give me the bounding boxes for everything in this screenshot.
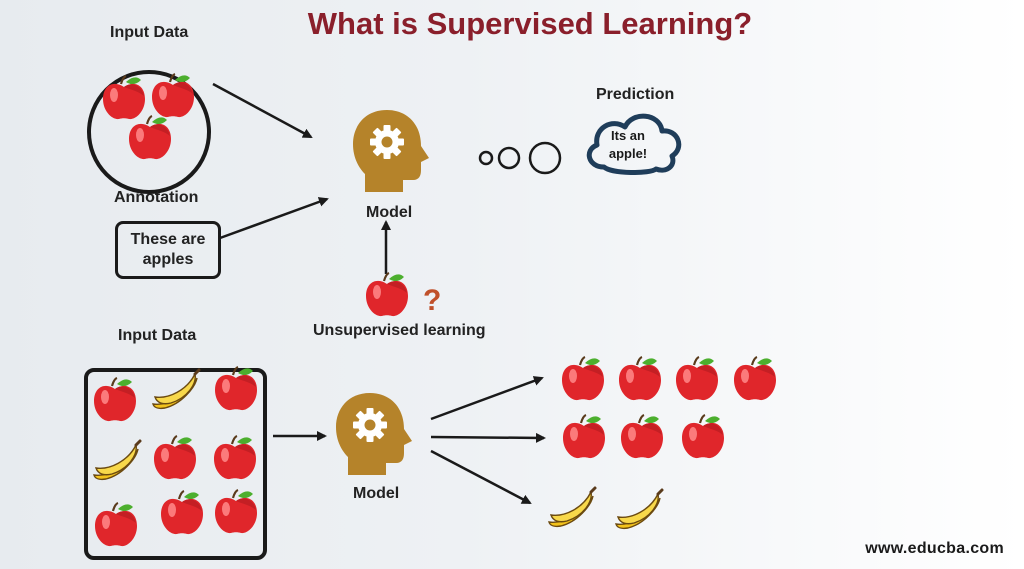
apple-icon — [101, 74, 147, 121]
prediction-text-line1: Its an — [611, 128, 645, 143]
apple-icon — [159, 489, 205, 536]
thought-bubble-large — [528, 141, 562, 175]
apple-icon — [560, 355, 606, 402]
arrow-to-cluster-2 — [430, 432, 546, 443]
banana-icon — [151, 368, 201, 410]
input-data-label-bottom: Input Data — [118, 327, 197, 344]
annotation-text-line2: apples — [142, 251, 194, 268]
thought-bubble-small — [478, 150, 494, 166]
apple-icon — [619, 413, 665, 460]
apple-icon — [680, 413, 726, 460]
apple-icon — [213, 365, 259, 412]
annotation-label: Annotation — [114, 189, 199, 206]
prediction-label: Prediction — [596, 86, 675, 103]
apple-icon — [674, 355, 720, 402]
website-url: www.educba.com — [865, 540, 1004, 557]
banana-icon — [547, 486, 597, 528]
input-data-label-top: Input Data — [110, 24, 189, 41]
apple-icon — [213, 488, 259, 535]
cloud-icon — [586, 113, 682, 175]
apple-icon — [150, 72, 196, 119]
apple-icon — [212, 434, 258, 481]
arrow-to-cluster-3 — [430, 449, 532, 505]
apple-icon — [561, 413, 607, 460]
arrow-input-to-model — [212, 82, 313, 139]
model-label-top: Model — [366, 204, 413, 221]
apple-icon — [93, 501, 139, 548]
model-label-bottom: Model — [353, 485, 400, 502]
model-head-icon-top — [353, 110, 429, 192]
prediction-text-line2: apple! — [609, 146, 647, 161]
input-apples-circle — [87, 70, 211, 194]
arrow-annotation-to-model — [219, 197, 329, 240]
model-head-icon-bottom — [336, 393, 412, 475]
apple-icon — [617, 355, 663, 402]
arrow-to-cluster-1 — [430, 376, 544, 421]
apple-icon — [152, 434, 198, 481]
question-mark-icon: ? — [423, 284, 441, 317]
apple-icon — [732, 355, 778, 402]
annotation-text-line1: These are — [130, 231, 206, 248]
input-fruits-box — [84, 368, 267, 560]
banana-icon — [614, 488, 664, 530]
annotation-box: These are apples — [115, 221, 221, 279]
banana-icon — [92, 439, 142, 481]
unsupervised-learning-label: Unsupervised learning — [313, 322, 486, 339]
apple-icon — [92, 376, 138, 423]
apple-icon — [127, 114, 173, 161]
page-title: What is Supervised Learning? — [307, 6, 753, 41]
thought-bubble-medium — [497, 146, 521, 170]
apple-icon — [364, 271, 410, 318]
